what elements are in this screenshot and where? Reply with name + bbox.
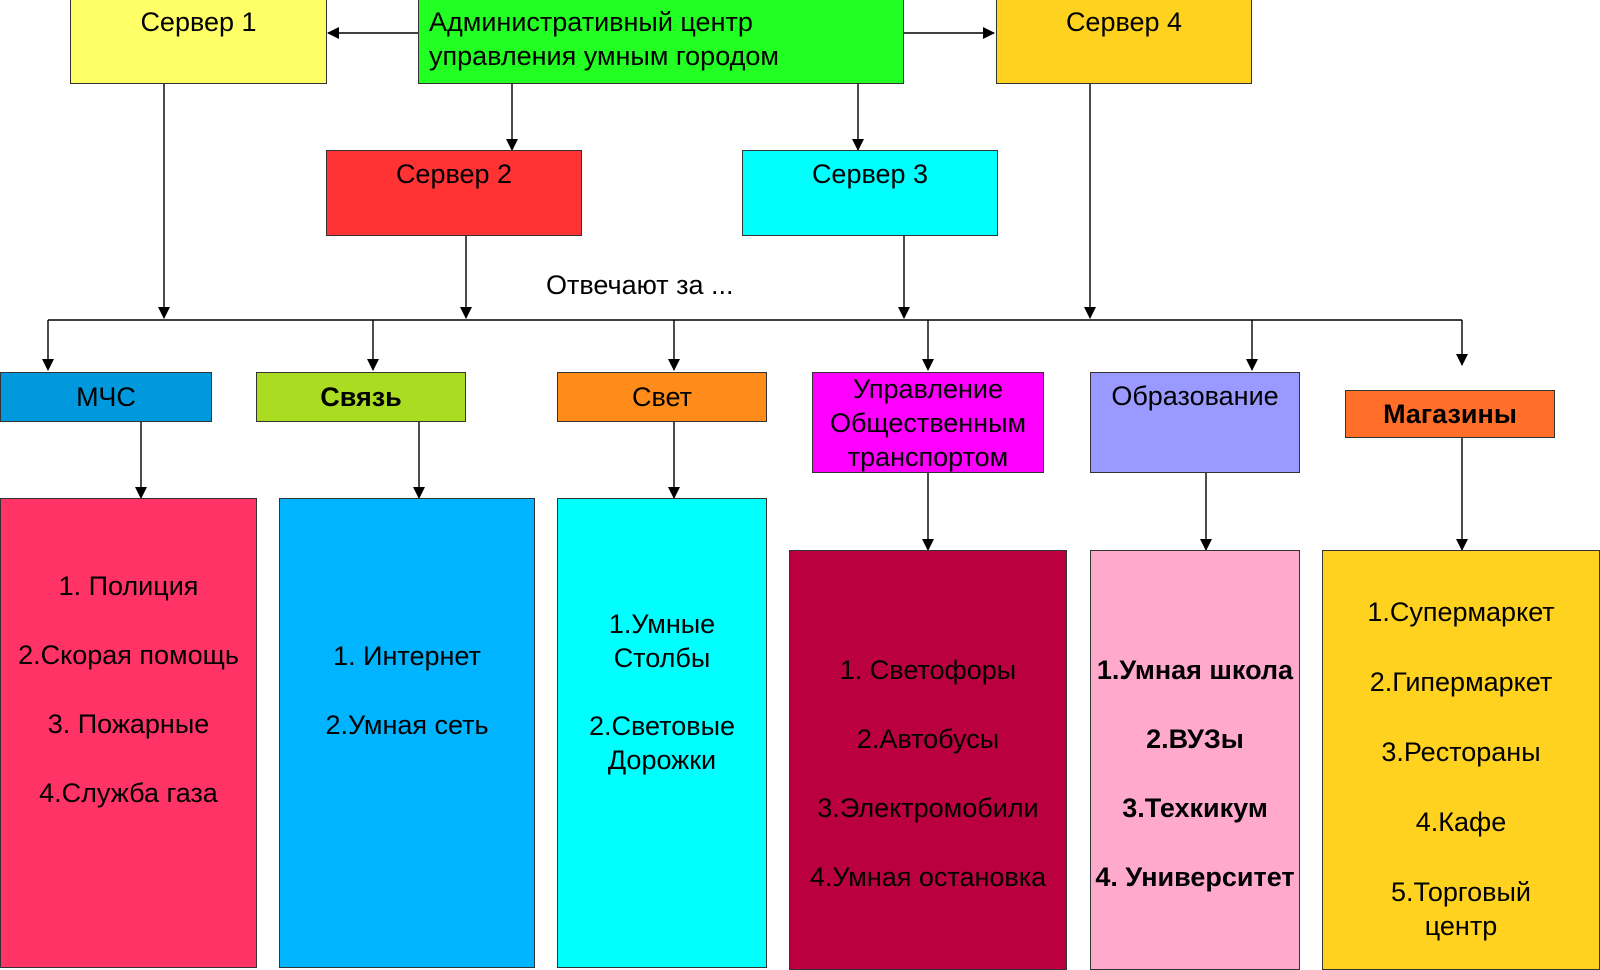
list-item-transport-3: 3.Электромобили [817, 793, 1039, 823]
admin-center-line-2: управления умным городом [429, 41, 779, 71]
list-item-mchs-3: 3. Пожарные [47, 709, 210, 739]
list-item-transport-2: 2.Автобусы [856, 724, 1000, 754]
server-2-label: Сервер 2 [395, 159, 513, 189]
list-item-light-1: 1.Умные Столбы [609, 607, 715, 675]
list-item-light-2: 2.Световые Дорожки [589, 709, 735, 777]
server-1-box: Сервер 1 [70, 0, 327, 84]
list-item-education-1: 1.Умная школа [1096, 655, 1294, 685]
dept-title-mchs: МЧС [76, 382, 136, 412]
server-2-box: Сервер 2 [326, 150, 582, 236]
dept-box-light: Свет [557, 372, 767, 422]
dept-title-communication: Связь [320, 382, 402, 412]
admin-center-box: Административный центр управления умным … [418, 0, 904, 84]
list-item-shops-4: 4.Кафе [1415, 807, 1507, 837]
dept-title-transport-line-2: Общественным [829, 407, 1027, 438]
list-item-communication-2: 2.Умная сеть [325, 710, 489, 740]
dept-title-shops: Магазины [1383, 399, 1517, 429]
server-4-box: Сервер 4 [996, 0, 1252, 84]
list-item-education-3: 3.Техкикум [1122, 793, 1268, 823]
dept-title-education: Образование [1111, 381, 1279, 411]
list-box-light: 1.Умные Столбы 2.Световые Дорожки [557, 498, 767, 968]
dept-box-shops: Магазины [1345, 390, 1555, 438]
list-item-mchs-1: 1. Полиция [58, 571, 199, 601]
dept-title-light: Свет [631, 382, 693, 412]
list-item-light-2-line-1: 2.Световые [588, 711, 736, 741]
list-item-light-1-line-1: 1.Умные [608, 609, 716, 639]
responsible-label: Отвечают за ... [546, 270, 734, 300]
dept-box-communication: Связь [256, 372, 466, 422]
list-box-mchs: 1. Полиция 2.Скорая помощь 3. Пожарные 4… [0, 498, 257, 968]
dept-title-transport-line-3: транспортом [847, 441, 1009, 472]
list-box-transport: 1. Светофоры 2.Автобусы 3.Электромобили … [789, 550, 1067, 970]
list-item-shops-2: 2.Гипермаркет [1369, 667, 1553, 697]
server-1-label: Сервер 1 [140, 7, 257, 37]
list-item-shops-5-line-1: 5.Торговый [1390, 877, 1532, 907]
list-item-transport-1: 1. Светофоры [839, 655, 1017, 685]
server-3-box: Сервер 3 [742, 150, 998, 236]
list-item-communication-1: 1. Интернет [333, 641, 481, 671]
list-item-transport-4: 4.Умная остановка [809, 862, 1047, 892]
list-item-shops-3: 3.Рестораны [1381, 737, 1541, 767]
list-box-communication: 1. Интернет 2.Умная сеть [279, 498, 535, 968]
dept-box-mchs: МЧС [0, 372, 212, 422]
server-3-label: Сервер 3 [811, 159, 929, 189]
list-item-education-4: 4. Университет [1095, 862, 1295, 892]
list-item-light-1-line-2: Столбы [613, 643, 711, 673]
admin-center-line-1: Административный центр [429, 7, 753, 37]
list-item-mchs-2: 2.Скорая помощь [18, 640, 239, 670]
list-item-mchs-4: 4.Служба газа [39, 778, 218, 808]
list-item-shops-1: 1.Супермаркет [1367, 597, 1555, 627]
server-4-label: Сервер 4 [1065, 7, 1183, 37]
dept-box-education: Образование [1090, 372, 1300, 473]
list-item-shops-5-line-2: центр [1424, 911, 1498, 941]
list-item-shops-5: 5.Торговый центр [1391, 875, 1531, 943]
dept-box-transport: Управление Общественным транспортом [812, 372, 1044, 473]
list-box-education: 1.Умная школа 2.ВУЗы 3.Техкикум 4. Униве… [1090, 550, 1300, 970]
dept-title-transport-line-1: Управление [852, 373, 1004, 404]
list-item-light-2-line-2: Дорожки [607, 745, 717, 775]
list-box-shops: 1.Супермаркет 2.Гипермаркет 3.Рестораны … [1322, 550, 1600, 970]
list-item-education-2: 2.ВУЗы [1146, 724, 1244, 754]
